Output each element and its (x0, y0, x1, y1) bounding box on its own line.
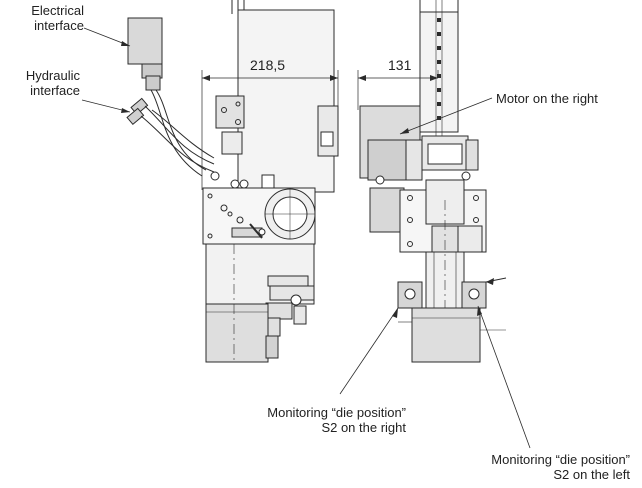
label-hydraulic-line-2: interface (30, 83, 80, 98)
dimension-131 (357, 70, 439, 110)
label-motor-on-the-right: Motor on the right (496, 91, 598, 106)
right-unit (359, 0, 507, 363)
dimension-218-5 (201, 70, 339, 190)
label-electrical-line-1: Electrical (31, 3, 84, 18)
label-monitoring-s2-left: Monitoring “die position” S2 on the left (430, 452, 630, 482)
left-motor (205, 303, 269, 363)
hydraulic-hoses (126, 97, 215, 173)
label-hydraulic-line-1: Hydraulic (25, 68, 80, 83)
left-column-side-block (317, 105, 339, 157)
sensor-s2-left (461, 281, 487, 309)
label-s2-left-line-1: Monitoring “die position” (491, 452, 630, 467)
label-hydraulic-interface: Hydraulic interface (0, 68, 80, 98)
leader-lines (81, 27, 531, 449)
label-s2-right-line-2: S2 on the right (321, 420, 406, 435)
left-unit (202, 0, 339, 363)
label-monitoring-s2-right: Monitoring “die position” S2 on the righ… (206, 405, 406, 435)
left-column (237, 9, 335, 193)
valve-block (215, 95, 245, 129)
label-electrical-interface: Electrical interface (2, 3, 84, 33)
electrical-connector (127, 17, 207, 177)
label-s2-left-line-2: S2 on the left (553, 467, 630, 482)
label-electrical-line-2: interface (34, 18, 84, 33)
right-lower-motor (411, 307, 481, 363)
label-s2-right-line-1: Monitoring “die position” (267, 405, 406, 420)
dimension-131-label: 131 (388, 57, 412, 73)
dimension-218-5-label: 218,5 (250, 57, 286, 73)
right-column (419, 11, 459, 133)
